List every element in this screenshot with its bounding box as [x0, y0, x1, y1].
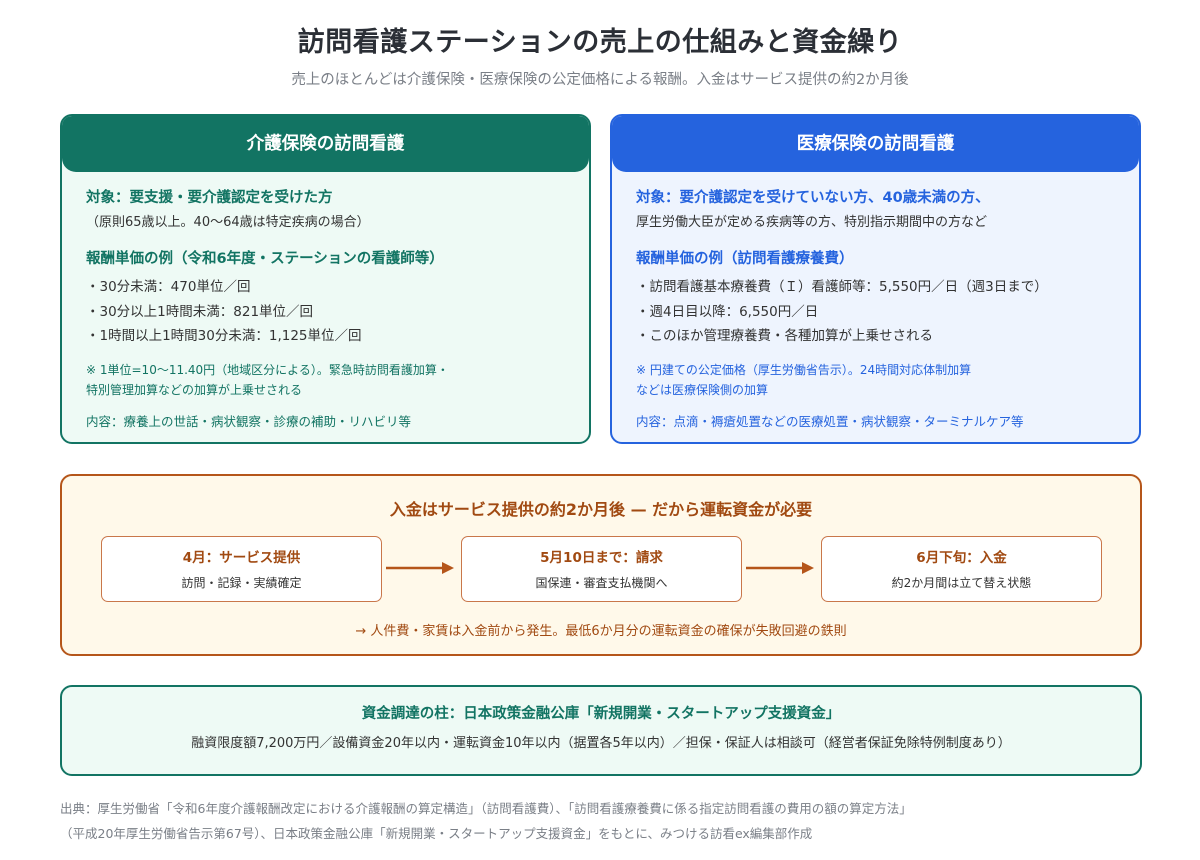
source-citation: 出典：厚生労働省「令和6年度介護報酬改定における介護報酬の算定構造」（訪問看護費…: [60, 796, 1160, 846]
medical-target-detail: 厚生労働大臣が定める疾病等の方、特別指示期間中の方など: [636, 215, 988, 230]
medical-content: 内容：点滴・褥瘡処置などの医療処置・病状観察・ターミナルケア等: [636, 413, 1024, 429]
medical-rate-item: ・訪問看護基本療養費（Ｉ）看護師等：5,550円／日（週3日まで）: [636, 279, 1048, 295]
source-line: （平成20年厚生労働省告示第67号）、日本政策金融公庫「新規開業・スタートアップ…: [60, 826, 813, 841]
medical-rate-list: ・訪問看護基本療養費（Ｉ）看護師等：5,550円／日（週3日まで） ・週4日目以…: [636, 275, 1139, 349]
care-rate-title: 報酬単価の例（令和6年度・ステーションの看護師等）: [86, 251, 444, 267]
care-content: 内容：療養上の世話・病状観察・診療の補助・リハビリ等: [86, 413, 412, 429]
page-title: 訪問看護ステーションの売上の仕組みと資金繰り: [297, 27, 903, 58]
medical-insurance-body: 対象：要介護認定を受けていない方、40歳未満の方、 厚生労働大臣が定める疾病等の…: [612, 172, 1139, 432]
flow-step-title: 4月：サービス提供: [182, 550, 301, 566]
care-note: ※ 1単位=10〜11.40円（地域区分による）。緊急時訪問看護加算・ 特別管理…: [86, 360, 589, 400]
cashflow-note: → 人件費・家賃は入金前から発生。最低6か月分の運転資金の確保が失敗回避の鉄則: [355, 624, 847, 639]
flow-step-title: 6月下旬：入金: [916, 550, 1007, 566]
medical-target: 対象：要介護認定を受けていない方、40歳未満の方、: [636, 190, 990, 206]
flow-step-service: 4月：サービス提供 訪問・記録・実績確定: [101, 536, 382, 602]
medical-note-line: ※ 円建ての公定価格（厚生労働省告示）。24時間対応体制加算: [636, 362, 972, 377]
cashflow-panel: 入金はサービス提供の約2か月後 — だから運転資金が必要 4月：サービス提供 訪…: [60, 474, 1142, 656]
funding-panel: 資金調達の柱：日本政策金融公庫「新規開業・スタートアップ支援資金」 融資限度額7…: [60, 685, 1142, 776]
flow-step-detail: 訪問・記録・実績確定: [181, 576, 302, 590]
care-note-line: 特別管理加算などの加算が上乗せされる: [86, 382, 303, 397]
care-target: 対象：要支援・要介護認定を受けた方: [86, 190, 333, 206]
care-rate-item: ・1時間以上1時間30分未満：1,125単位／回: [86, 328, 362, 344]
arrow-right-icon: [386, 562, 454, 574]
flow-step-detail: 約2か月間は立て替え状態: [891, 576, 1032, 590]
medical-note-line: などは医療保険側の加算: [636, 382, 769, 397]
page-subtitle: 売上のほとんどは介護保険・医療保険の公定価格による報酬。入金はサービス提供の約2…: [291, 72, 909, 88]
medical-rate-title: 報酬単価の例（訪問看護療養費）: [636, 251, 854, 267]
care-insurance-header: 介護保険の訪問看護: [62, 116, 589, 172]
care-note-line: ※ 1単位=10〜11.40円（地域区分による）。緊急時訪問看護加算・: [86, 362, 449, 377]
care-insurance-card: 介護保険の訪問看護 対象：要支援・要介護認定を受けた方 （原則65歳以上。40〜…: [60, 114, 591, 444]
funding-title: 資金調達の柱：日本政策金融公庫「新規開業・スタートアップ支援資金」: [361, 706, 841, 722]
flow-step-detail: 国保連・審査支払機関へ: [535, 576, 668, 590]
medical-insurance-card: 医療保険の訪問看護 対象：要介護認定を受けていない方、40歳未満の方、 厚生労働…: [610, 114, 1141, 444]
cashflow-title: 入金はサービス提供の約2か月後 — だから運転資金が必要: [389, 500, 813, 519]
flow-step-payment: 6月下旬：入金 約2か月間は立て替え状態: [821, 536, 1102, 602]
funding-detail: 融資限度額7,200万円／設備資金20年以内・運転資金10年以内（据置各5年以内…: [191, 736, 1011, 751]
care-target-detail: （原則65歳以上。40〜64歳は特定疾病の場合）: [86, 215, 370, 230]
medical-rate-item: ・このほか管理療養費・各種加算が上乗せされる: [636, 328, 933, 344]
medical-note: ※ 円建ての公定価格（厚生労働省告示）。24時間対応体制加算 などは医療保険側の…: [636, 360, 1139, 400]
care-rate-item: ・30分未満：470単位／回: [86, 279, 251, 295]
flow-step-title: 5月10日まで：請求: [540, 550, 663, 566]
arrow-right-icon: [746, 562, 814, 574]
source-line: 出典：厚生労働省「令和6年度介護報酬改定における介護報酬の算定構造」（訪問看護費…: [60, 801, 912, 816]
care-insurance-body: 対象：要支援・要介護認定を受けた方 （原則65歳以上。40〜64歳は特定疾病の場…: [62, 172, 589, 432]
care-rate-list: ・30分未満：470単位／回 ・30分以上1時間未満：821単位／回 ・1時間以…: [86, 275, 589, 349]
medical-rate-item: ・週4日目以降：6,550円／日: [636, 303, 819, 320]
medical-insurance-header: 医療保険の訪問看護: [612, 116, 1139, 172]
care-rate-item: ・30分以上1時間未満：821単位／回: [86, 303, 314, 320]
flow-step-billing: 5月10日まで：請求 国保連・審査支払機関へ: [461, 536, 742, 602]
